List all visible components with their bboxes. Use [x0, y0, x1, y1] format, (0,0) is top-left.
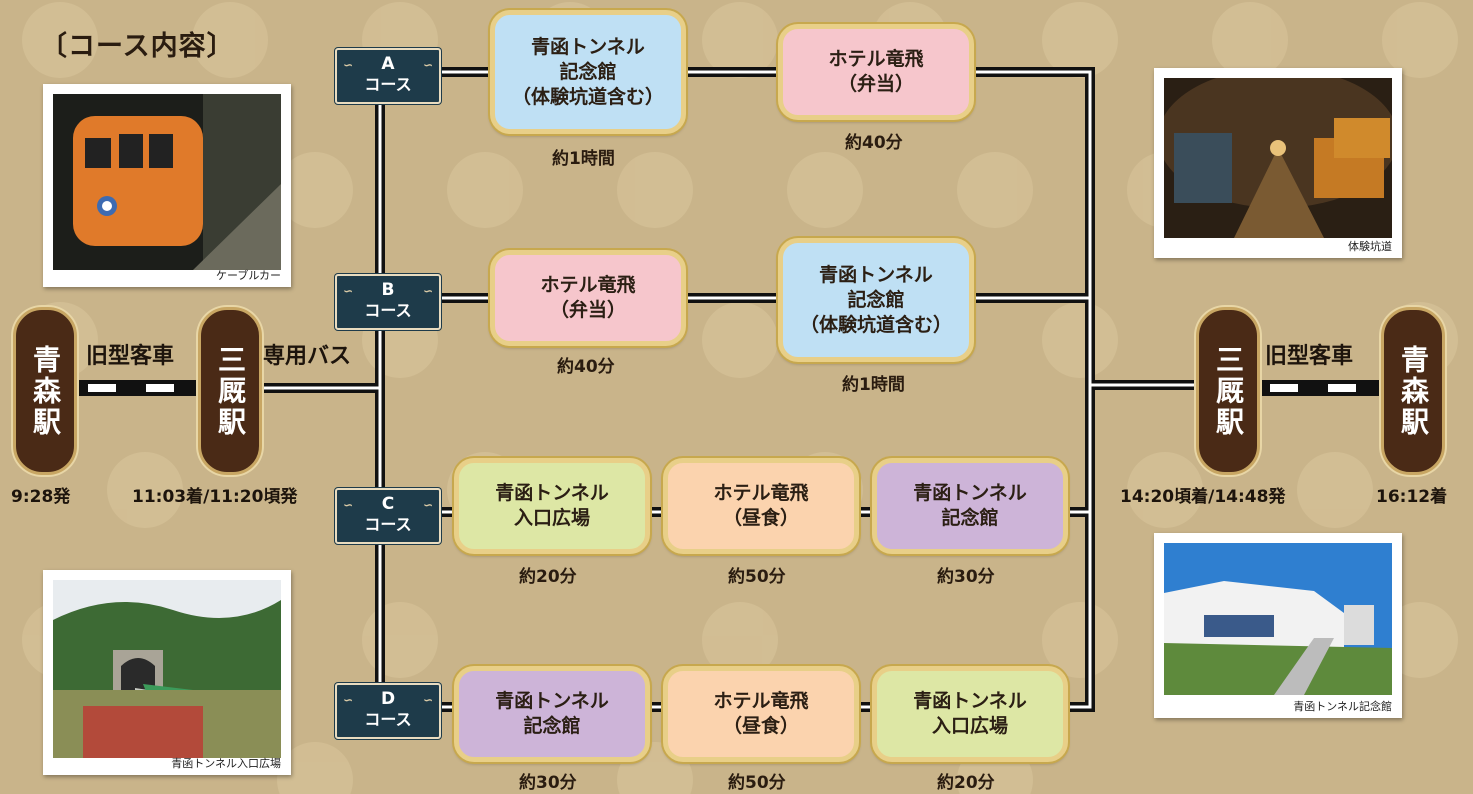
- course-c-badge: ∽ ∽ C コース: [335, 488, 441, 544]
- time-aomori-left: 9:28発: [11, 487, 71, 507]
- course-suffix: コース: [364, 710, 412, 729]
- course-suffix: コース: [364, 75, 412, 94]
- time-aomori-right: 16:12着: [1376, 487, 1448, 507]
- tunnel-image: [1164, 78, 1392, 238]
- label-old-car-right: 旧型客車: [1265, 344, 1354, 369]
- time-minmaya-right: 14:20頃着/14:48発: [1120, 487, 1286, 507]
- station-minmaya-left: 三厩駅: [198, 307, 262, 475]
- station-minmaya-right: 三厩駅: [1196, 307, 1260, 475]
- duration-c2: 約50分: [728, 567, 786, 587]
- caption-museum: 青函トンネル記念館: [1293, 700, 1392, 713]
- node-a2: ホテル竜飛 （弁当）: [778, 24, 974, 120]
- course-suffix: コース: [364, 301, 412, 320]
- duration-a1: 約1時間: [552, 149, 615, 169]
- duration-b2: 約1時間: [842, 375, 905, 395]
- course-suffix: コース: [364, 515, 412, 534]
- course-b-badge: ∽ ∽ B コース: [335, 274, 441, 330]
- ornament-icon: ∽: [343, 498, 354, 512]
- node-d3: 青函トンネル 入口広場: [872, 666, 1068, 762]
- ornament-icon: ∽: [343, 58, 354, 72]
- course-letter: C: [381, 494, 395, 514]
- photo-entrance: 青函トンネル入口広場: [43, 570, 291, 775]
- duration-d3: 約20分: [937, 773, 995, 793]
- time-minmaya-left: 11:03着/11:20頃発: [132, 487, 298, 507]
- ornament-icon: ∽: [422, 58, 433, 72]
- duration-c3: 約30分: [937, 567, 995, 587]
- caption-tunnel-exp: 体験坑道: [1348, 240, 1392, 253]
- node-d1: 青函トンネル 記念館: [454, 666, 650, 762]
- duration-b1: 約40分: [557, 357, 615, 377]
- node-c1: 青函トンネル 入口広場: [454, 458, 650, 554]
- duration-a2: 約40分: [845, 133, 903, 153]
- duration-d2: 約50分: [728, 773, 786, 793]
- page-title: 〔コース内容〕: [40, 31, 235, 62]
- label-bus: 専用バス: [263, 344, 352, 369]
- node-c3: 青函トンネル 記念館: [872, 458, 1068, 554]
- duration-c1: 約20分: [519, 567, 577, 587]
- node-b1: ホテル竜飛 （弁当）: [490, 250, 686, 346]
- course-d-badge: ∽ ∽ D コース: [335, 683, 441, 739]
- station-aomori-right: 青森駅: [1381, 307, 1445, 475]
- label-old-car-left: 旧型客車: [86, 344, 175, 369]
- museum-image: [1164, 543, 1392, 695]
- station-aomori-left: 青森駅: [13, 307, 77, 475]
- ornament-icon: ∽: [422, 284, 433, 298]
- ornament-icon: ∽: [422, 693, 433, 707]
- photo-museum: 青函トンネル記念館: [1154, 533, 1402, 718]
- duration-d1: 約30分: [519, 773, 577, 793]
- ornament-icon: ∽: [343, 693, 354, 707]
- caption-cable-car: ケーブルカー: [215, 269, 281, 282]
- photo-cable-car: ケーブルカー: [43, 84, 291, 287]
- course-letter: D: [380, 689, 396, 709]
- course-a-badge: ∽ ∽ A コース: [335, 48, 441, 104]
- node-a1: 青函トンネル 記念館 （体験坑道含む）: [490, 10, 686, 134]
- node-c2: ホテル竜飛 （昼食）: [663, 458, 859, 554]
- ornament-icon: ∽: [422, 498, 433, 512]
- node-b2: 青函トンネル 記念館 （体験坑道含む）: [778, 238, 974, 362]
- course-letter: A: [381, 54, 395, 74]
- caption-entrance: 青函トンネル入口広場: [171, 757, 281, 770]
- cable-car-image: [53, 94, 281, 270]
- course-letter: B: [381, 280, 395, 300]
- ornament-icon: ∽: [343, 284, 354, 298]
- photo-tunnel-exp: 体験坑道: [1154, 68, 1402, 258]
- node-d2: ホテル竜飛 （昼食）: [663, 666, 859, 762]
- entrance-image: [53, 580, 281, 758]
